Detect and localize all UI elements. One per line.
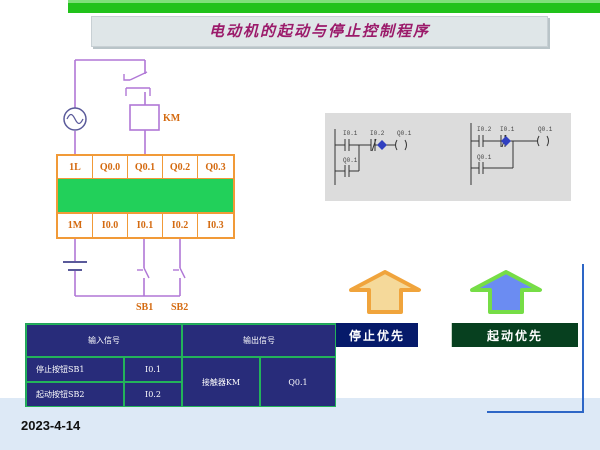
- ladder-right-label-1: I0.2: [477, 126, 492, 133]
- ladder-left-coil-label: Q0.1: [397, 130, 412, 137]
- plc-terminal-i0-1: I0.1: [128, 214, 163, 238]
- push-button-sb2-icon: [173, 267, 186, 279]
- top-accent-highlight: [68, 0, 600, 3]
- table-cell-input-addr: I0.1: [124, 357, 182, 382]
- plc-terminal-1l: 1L: [58, 156, 93, 180]
- ac-source-icon: [63, 107, 87, 131]
- ladder-diagrams: I0.1 I0.2 Q0.1 Q0.1 I0.2 I0.1 Q0.1 Q0.1: [334, 123, 553, 185]
- table-header-input: 输入信号: [26, 324, 182, 357]
- plc-terminal-i0-0: I0.0: [93, 214, 128, 238]
- ladder-right-label-2: I0.1: [500, 126, 515, 133]
- decor-horizontal-line: [487, 411, 584, 413]
- io-table: 输入信号 输出信号 停止按钮SB1 I0.1 起动按钮SB2 I0.2 接触器K…: [25, 323, 336, 407]
- plc-terminal-q0-2: Q0.2: [163, 156, 198, 180]
- battery-icon: [63, 261, 87, 271]
- plc-terminal-q0-1: Q0.1: [128, 156, 163, 180]
- table-cell-output-addr: Q0.1: [260, 357, 336, 407]
- table-header-output: 输出信号: [182, 324, 336, 357]
- plc-input-terminals: 1M I0.0 I0.1 I0.2 I0.3: [56, 212, 235, 239]
- decor-vertical-line: [582, 264, 584, 413]
- slide-date: 2023-4-14: [21, 418, 81, 433]
- start-priority-button[interactable]: 起动优先: [451, 323, 578, 347]
- table-cell-input-name: 起动按钮SB2: [26, 382, 124, 407]
- ladder-right-coil-label: Q0.1: [538, 126, 553, 133]
- plc-body: [56, 179, 235, 213]
- table-cell-output-name: 接触器KM: [182, 357, 260, 407]
- ladder-diagram-panel: [325, 113, 571, 201]
- switch-label-sb2: SB2: [171, 302, 189, 313]
- plc-terminal-q0-0: Q0.0: [93, 156, 128, 180]
- slide-title: 电动机的起动与停止控制程序: [208, 22, 430, 40]
- arrow-up-green-icon: [470, 270, 542, 314]
- switch-label-sb1: SB1: [136, 302, 154, 313]
- plc-output-terminals: 1L Q0.0 Q0.1 Q0.2 Q0.3: [56, 154, 235, 180]
- table-cell-input-addr: I0.2: [124, 382, 182, 407]
- coil-label: KM: [163, 113, 181, 124]
- push-button-sb1-icon: [137, 267, 150, 279]
- arrow-up-orange-icon: [349, 270, 421, 314]
- km-coil-icon: [129, 104, 160, 131]
- title-box: 电动机的起动与停止控制程序: [91, 16, 548, 47]
- km-contact-symbol: [123, 71, 151, 96]
- ladder-left-label-1: I0.1: [343, 130, 358, 137]
- plc-terminal-q0-3: Q0.3: [205, 162, 226, 173]
- ladder-left-label-3: Q0.1: [343, 157, 358, 164]
- plc-terminal-i0-3: I0.3: [207, 220, 224, 231]
- plc-terminal-i0-2: I0.2: [163, 214, 198, 238]
- top-accent-bar: [68, 0, 600, 13]
- ladder-right-label-3: Q0.1: [477, 154, 492, 161]
- stop-priority-button[interactable]: 停止优先: [336, 323, 418, 347]
- ladder-left-label-2: I0.2: [370, 130, 385, 137]
- plc-terminal-1m: 1M: [58, 214, 93, 238]
- table-cell-input-name: 停止按钮SB1: [26, 357, 124, 382]
